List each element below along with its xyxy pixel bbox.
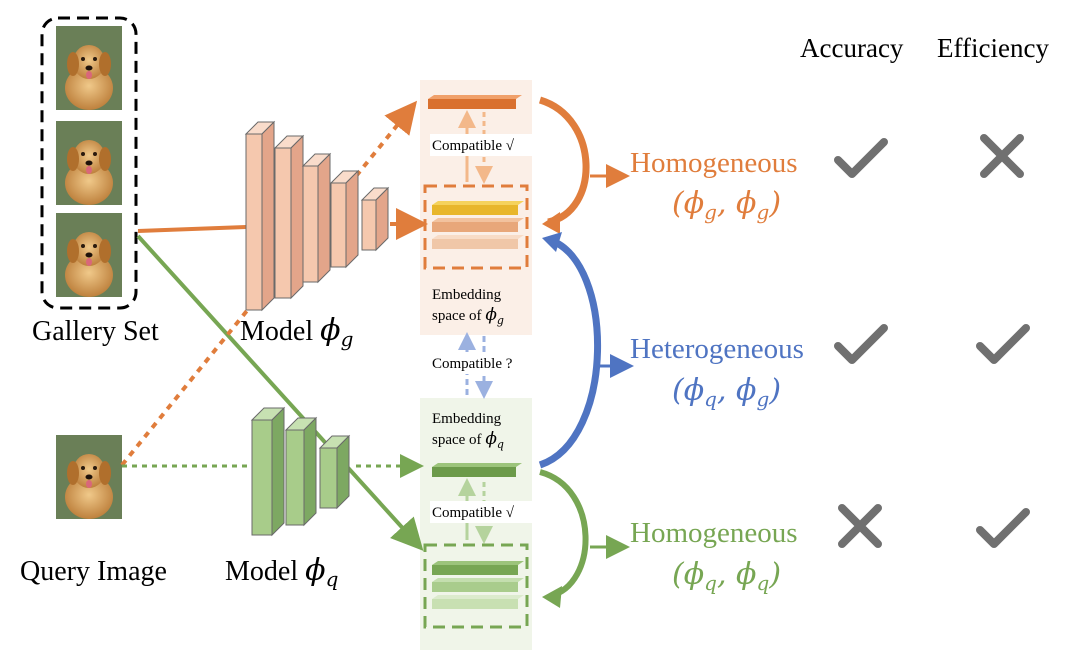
efficiency-cross-icon-1 (984, 138, 1020, 174)
feature-bar-q-query (432, 463, 522, 477)
embedding-space-g-line2: space of ϕg (432, 305, 504, 327)
result-name-1: Homogeneous (630, 147, 798, 179)
query-image-label: Query Image (20, 556, 167, 587)
model-g-network (244, 120, 390, 312)
model-g-layer-4 (329, 169, 360, 269)
result-pair-1: (ϕg, ϕg) (672, 186, 781, 224)
efficiency-check-icon-2 (980, 328, 1026, 360)
model-q-layer-3 (318, 434, 351, 510)
compatible-check-label-q: Compatible √ (432, 505, 515, 521)
homogeneous-g-curve-head (542, 212, 560, 234)
result-pair-2: (ϕq, ϕg) (672, 373, 781, 411)
embedding-space-q-line2: space of ϕq (432, 429, 504, 451)
homogeneous-q-curve (539, 469, 589, 599)
gallery-dog-photo-3 (56, 213, 122, 297)
results-group: Homogeneous (ϕg, ϕg) Heterogeneous (ϕq, ϕg)… (630, 138, 1026, 595)
model-g-layer-3 (301, 152, 332, 284)
embedding-space-q-line1: Embedding (432, 411, 502, 427)
homogeneous-q-curve-head (542, 586, 562, 608)
result-name-3: Homogeneous (630, 517, 798, 549)
gallery-dog-photo-1 (56, 26, 122, 110)
gallery-feature-bars-q (432, 561, 524, 609)
result-pair-3: (ϕq, ϕq) (672, 557, 781, 595)
gallery-set-box (40, 16, 138, 310)
accuracy-check-icon-2 (838, 328, 884, 360)
heterogeneous-curve-head (542, 232, 562, 252)
model-q-layer-2 (284, 416, 318, 527)
model-g-layer-1 (244, 120, 276, 312)
model-g-label: Model ϕg (240, 313, 353, 351)
efficiency-check-icon-3 (980, 512, 1026, 544)
compatible-label-bg-g (430, 134, 540, 156)
homogeneous-g-curve (538, 96, 590, 226)
query-dog-photo (56, 435, 122, 519)
model-g-layer-2 (273, 134, 305, 300)
feature-bar-g-query (428, 95, 522, 109)
model-q-label: Model ϕq (225, 553, 338, 591)
heterogeneous-curve (538, 236, 602, 469)
accuracy-header: Accuracy (800, 33, 904, 63)
efficiency-header: Efficiency (937, 33, 1049, 63)
gallery-set-label: Gallery Set (32, 316, 159, 347)
gallery-feature-bars-g (432, 201, 524, 249)
model-q-network (250, 406, 351, 537)
model-q-layer-1 (250, 406, 286, 537)
model-g-layer-5 (360, 186, 390, 252)
compatible-check-label-g: Compatible √ (432, 138, 515, 154)
accuracy-check-icon-1 (838, 142, 884, 174)
embedding-space-g-line1: Embedding (432, 287, 502, 303)
compatible-label-bg-mid (430, 352, 534, 374)
compatible-label-bg-q (430, 501, 540, 523)
compatible-question-label: Compatible ? (432, 356, 513, 372)
result-name-2: Heterogeneous (630, 333, 804, 365)
gallery-dog-photo-2 (56, 121, 122, 205)
gallery-embedding-box-g (423, 184, 529, 270)
gallery-embedding-box-q (423, 543, 529, 629)
accuracy-cross-icon-3 (842, 508, 878, 544)
gallery-to-model-g-line (137, 225, 247, 233)
gallery-to-embed-q-line (136, 234, 424, 551)
